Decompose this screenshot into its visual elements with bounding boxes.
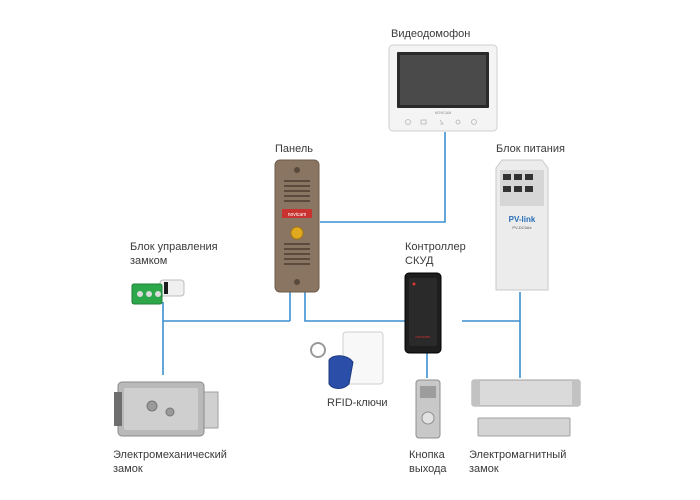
videophone-logo: NOVICAM <box>435 111 451 115</box>
power-supply-device: PV-link PV-DC5Ae <box>495 159 549 291</box>
videophone-device: NOVICAM <box>388 44 498 132</box>
power-model: PV-DC5Ae <box>512 225 532 230</box>
exit-button-device <box>415 379 441 439</box>
label-panel: Панель <box>275 143 314 155</box>
label-power-supply: Блок питания <box>496 143 565 155</box>
wire-panel-controller <box>304 290 408 322</box>
label-rfid-keys: RFID-ключи <box>327 397 388 409</box>
wire-videophone-panel <box>320 132 446 223</box>
electromechanical-lock-device <box>114 381 219 437</box>
controller-logo: novicam <box>416 334 432 339</box>
label-videophone: Видеодомофон <box>391 28 471 40</box>
call-panel-device: novicam <box>274 159 320 293</box>
rfid-keys-device <box>310 331 384 389</box>
access-controller-device: novicam <box>404 272 442 354</box>
electromagnetic-lock-device <box>471 379 581 437</box>
lock-controller-device <box>131 279 185 305</box>
panel-logo: novicam <box>288 212 307 218</box>
power-logo: PV-link <box>509 215 536 224</box>
